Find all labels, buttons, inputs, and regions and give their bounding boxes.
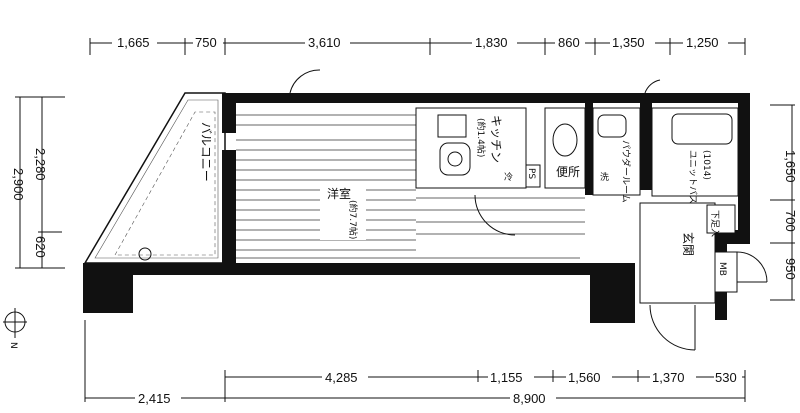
powder-room: パウダールーム 洗 (592, 107, 641, 203)
western-room: 洋室 (約7.7帖) (236, 103, 580, 263)
fridge-label: 冷 (504, 171, 513, 183)
balcony-label: バルコニー (199, 122, 213, 182)
dim-right-2: 700 (783, 210, 798, 232)
dim-top-7: 1,250 (686, 35, 719, 50)
dim-top-5: 860 (558, 35, 580, 50)
right-dimensions: 1,650 700 950 (770, 104, 798, 301)
dim-bottom-1: 4,285 (325, 370, 358, 385)
compass-north-label: N (8, 342, 18, 349)
bottom-dimensions: 4,285 1,155 1,560 1,370 530 2,415 8,900 (84, 320, 746, 406)
kitchen-size: (約1.4帖) (475, 118, 487, 157)
toilet: 便所 (544, 107, 586, 189)
dim-right-3: 950 (783, 258, 798, 280)
door-swing (644, 79, 661, 94)
toilet-label: 便所 (556, 165, 580, 179)
dim-top-2: 750 (195, 35, 217, 50)
kitchen-name: キッチン (489, 115, 503, 163)
dim-left-2: 2,900 (11, 168, 26, 201)
meter-box-label: MB (717, 262, 727, 276)
dim-bottom-7: 8,900 (513, 391, 546, 406)
unit-bath: ユニットバス (1014) (651, 107, 739, 204)
door-swing (289, 69, 321, 94)
unit-bath-size: (1014) (701, 150, 711, 180)
dim-left-3: 620 (33, 236, 48, 258)
left-dimensions: 2,280 2,900 620 (11, 96, 65, 269)
unit-bath-label: ユニットバス (687, 150, 698, 204)
shoe-box-label: 下足入 (709, 210, 720, 237)
top-dimensions: 1,665 750 3,610 1,830 860 1,350 1,250 (89, 35, 746, 55)
dim-top-3: 3,610 (308, 35, 341, 50)
pipe-space-label: PS (526, 168, 536, 179)
dim-top-1: 1,665 (117, 35, 150, 50)
compass-icon: N (3, 308, 27, 349)
western-room-size: (約7.7帖) (347, 200, 359, 239)
balcony: バルコニー (83, 92, 226, 264)
entrance: 下足入 玄関 MB (639, 202, 768, 351)
dim-bottom-3: 1,560 (568, 370, 601, 385)
dim-bottom-6: 2,415 (138, 391, 171, 406)
dim-right-1: 1,650 (783, 150, 798, 183)
powder-room-label: パウダールーム (620, 140, 632, 203)
entrance-label: 玄関 (681, 232, 696, 256)
dim-bottom-2: 1,155 (490, 370, 523, 385)
dim-left-1: 2,280 (33, 148, 48, 181)
dim-top-4: 1,830 (475, 35, 508, 50)
kitchen: キッチン (約1.4帖) 冷 PS (415, 107, 585, 236)
dim-bottom-4: 1,370 (652, 370, 685, 385)
washer-label: 洗 (600, 171, 609, 183)
dim-top-6: 1,350 (612, 35, 645, 50)
dim-bottom-5: 530 (715, 370, 737, 385)
western-room-name: 洋室 (327, 186, 351, 201)
